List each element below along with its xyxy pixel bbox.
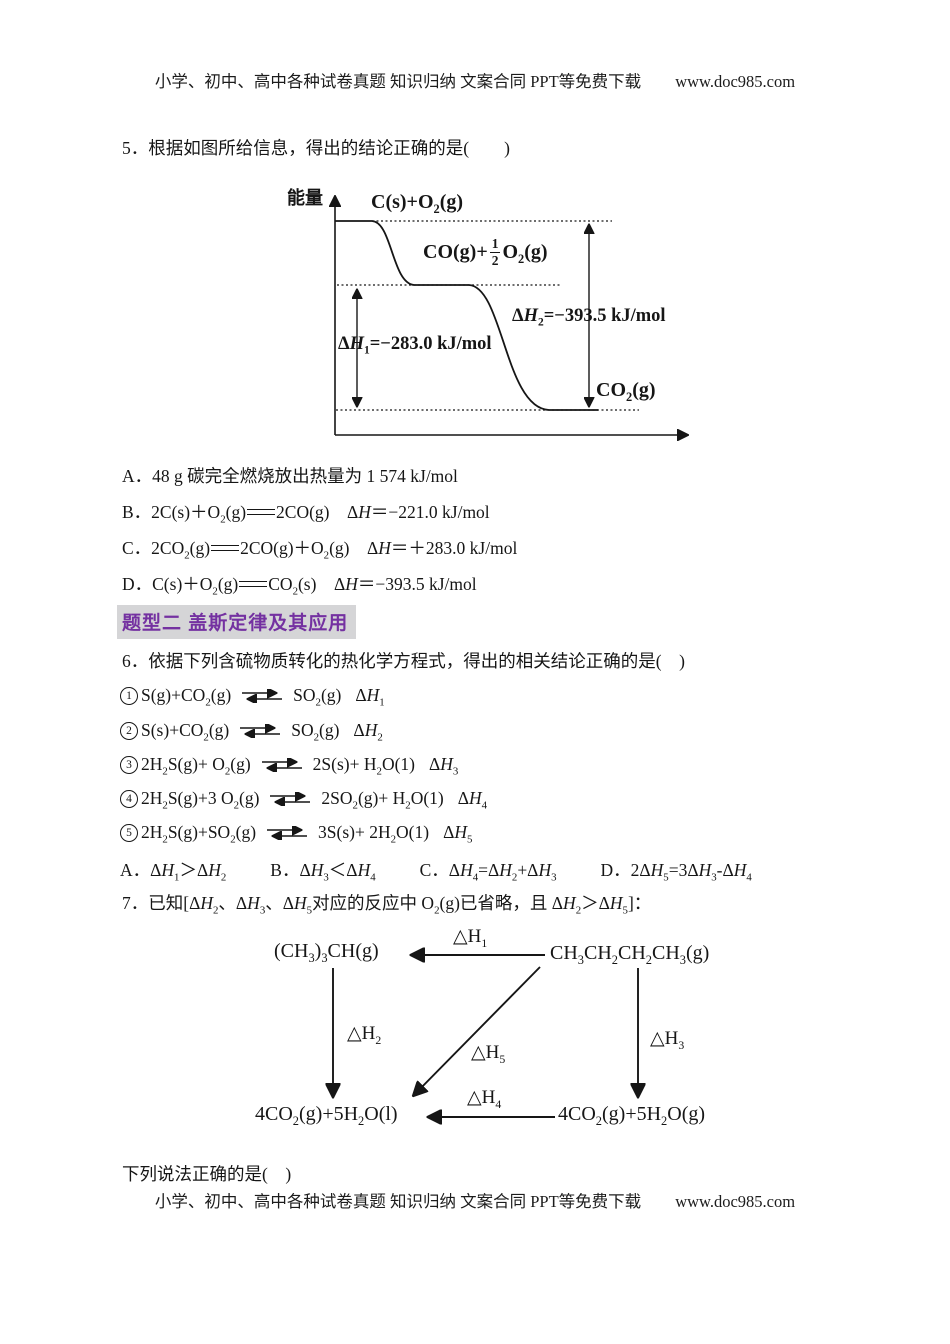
reaction-scheme: (CH3)3CH(g) CH3CH2CH2CH3(g) △H1 △H2 △H5 … — [230, 924, 765, 1142]
level-label-reactants: C(s)+O2(g) — [371, 191, 464, 216]
q6-option-b: B．ΔH3＜ΔH4 — [270, 860, 376, 884]
energy-diagram-plot — [285, 183, 705, 453]
reaction-scheme-arrows — [230, 924, 765, 1142]
equilibrium-arrow-icon — [270, 792, 311, 806]
footer-text: 小学、初中、高中各种试卷真题 知识归纳 文案合同 PPT等免费下载 — [154, 1192, 642, 1211]
equation-delta-h: ΔH3 — [428, 754, 459, 778]
equation-rhs: 2SO2(g)+ H2O(1) — [321, 788, 444, 812]
node-bottom-right: 4CO2(g)+5H2O(g) — [558, 1103, 706, 1128]
equation-delta-h: ΔH4 — [457, 788, 488, 812]
q6-option-d: D．2ΔH5=3ΔH3-ΔH4 — [600, 860, 752, 884]
q5-option-c: C．2CO2(g)2CO(g)＋O2(g) ΔH＝＋283.0 kJ/mol — [122, 538, 518, 562]
equation-delta-h: ΔH2 — [353, 720, 383, 744]
circled-number: 1 — [120, 686, 138, 705]
circled-number: 5 — [120, 823, 138, 842]
q6-option-a: A．ΔH1＞ΔH2 — [120, 860, 227, 884]
header-text: 小学、初中、高中各种试卷真题 知识归纳 文案合同 PPT等免费下载 — [154, 72, 642, 91]
circled-number: 4 — [120, 789, 138, 808]
footer-site-url: www.doc985.com — [675, 1192, 796, 1211]
energy-axis-label: 能量 — [287, 188, 323, 208]
q5-option-d: D．C(s)＋O2(g)CO2(s) ΔH＝−393.5 kJ/mol — [122, 574, 477, 598]
equation-lhs: S(g)+CO2(g) — [141, 685, 232, 709]
arrow-h5 — [414, 966, 541, 1095]
node-bottom-left: 4CO2(g)+5H2O(l) — [255, 1103, 398, 1128]
circled-number: 3 — [120, 755, 138, 774]
label-h4: △H4 — [467, 1087, 502, 1111]
thermo-equation-1: 1 S(g)+CO2(g) SO2(g) ΔH1 — [120, 685, 385, 709]
label-h2: △H2 — [347, 1023, 382, 1047]
equilibrium-arrow-icon — [261, 758, 302, 772]
q6-option-c: C．ΔH4=ΔH2+ΔH3 — [419, 860, 557, 884]
equation-delta-h: ΔH5 — [443, 822, 473, 846]
equation-lhs: 2H2S(g)+3 O2(g) — [141, 788, 260, 812]
equation-lhs: 2H2S(g)+SO2(g) — [141, 822, 257, 846]
section-header: 题型二 盖斯定律及其应用 — [117, 605, 357, 639]
question-7-stem: 7．已知[ΔH2、ΔH3、ΔH5对应的反应中 O2(g)已省略，且 ΔH2＞ΔH… — [122, 893, 652, 917]
equation-rhs: 2S(s)+ H2O(1) — [312, 754, 415, 778]
node-top-right: CH3CH2CH2CH3(g) — [550, 942, 710, 967]
equation-rhs: SO2(g) — [293, 685, 342, 709]
level-label-product: CO2(g) — [596, 379, 656, 404]
energy-curve — [335, 220, 598, 411]
thermo-equation-3: 3 2H2S(g)+ O2(g) 2S(s)+ H2O(1) ΔH3 — [120, 754, 459, 778]
label-h1: △H1 — [453, 926, 488, 950]
question-5-stem: 5．根据如图所给信息，得出的结论正确的是( ) — [122, 138, 510, 158]
equation-rhs: SO2(g) — [291, 720, 340, 744]
equilibrium-arrow-icon — [240, 724, 281, 738]
delta-h1-label: ΔH1=−283.0 kJ/mol — [338, 334, 492, 357]
equilibrium-arrow-icon — [242, 689, 283, 703]
q5-option-b: B．2C(s)＋O2(g)2CO(g) ΔH＝−221.0 kJ/mol — [122, 502, 490, 526]
q5-option-a: A．48 g 碳完全燃烧放出热量为 1 574 kJ/mol — [122, 466, 458, 486]
page-footer: 小学、初中、高中各种试卷真题 知识归纳 文案合同 PPT等免费下载 www.doc… — [0, 1188, 950, 1212]
equation-rhs: 3S(s)+ 2H2O(1) — [318, 822, 430, 846]
thermo-equation-2: 2 S(s)+CO2(g) SO2(g) ΔH2 — [120, 720, 383, 744]
equilibrium-arrow-icon — [267, 826, 308, 840]
page-header: 小学、初中、高中各种试卷真题 知识归纳 文案合同 PPT等免费下载 www.doc… — [0, 68, 950, 92]
equation-delta-h: ΔH1 — [355, 685, 385, 709]
equation-lhs: S(s)+CO2(g) — [141, 720, 230, 744]
q6-options-row: A．ΔH1＞ΔH2 B．ΔH3＜ΔH4 C．ΔH4=ΔH2+ΔH3 D．2ΔH5… — [120, 857, 752, 884]
header-site-url: www.doc985.com — [675, 72, 796, 91]
node-top-left: (CH3)3CH(g) — [274, 940, 379, 965]
equation-lhs: 2H2S(g)+ O2(g) — [141, 754, 251, 778]
label-h3: △H3 — [650, 1028, 685, 1052]
thermo-equation-4: 4 2H2S(g)+3 O2(g) 2SO2(g)+ H2O(1) ΔH4 — [120, 788, 488, 812]
delta-h2-label: ΔH2=−393.5 kJ/mol — [512, 306, 666, 329]
q7-tail-text: 下列说法正确的是( ) — [122, 1164, 292, 1184]
question-6-stem: 6．依据下列含硫物质转化的热化学方程式，得出的相关结论正确的是( ) — [122, 651, 685, 671]
thermo-equation-5: 5 2H2S(g)+SO2(g) 3S(s)+ 2H2O(1) ΔH5 — [120, 822, 473, 846]
label-h5: △H5 — [471, 1042, 506, 1066]
circled-number: 2 — [120, 721, 138, 740]
